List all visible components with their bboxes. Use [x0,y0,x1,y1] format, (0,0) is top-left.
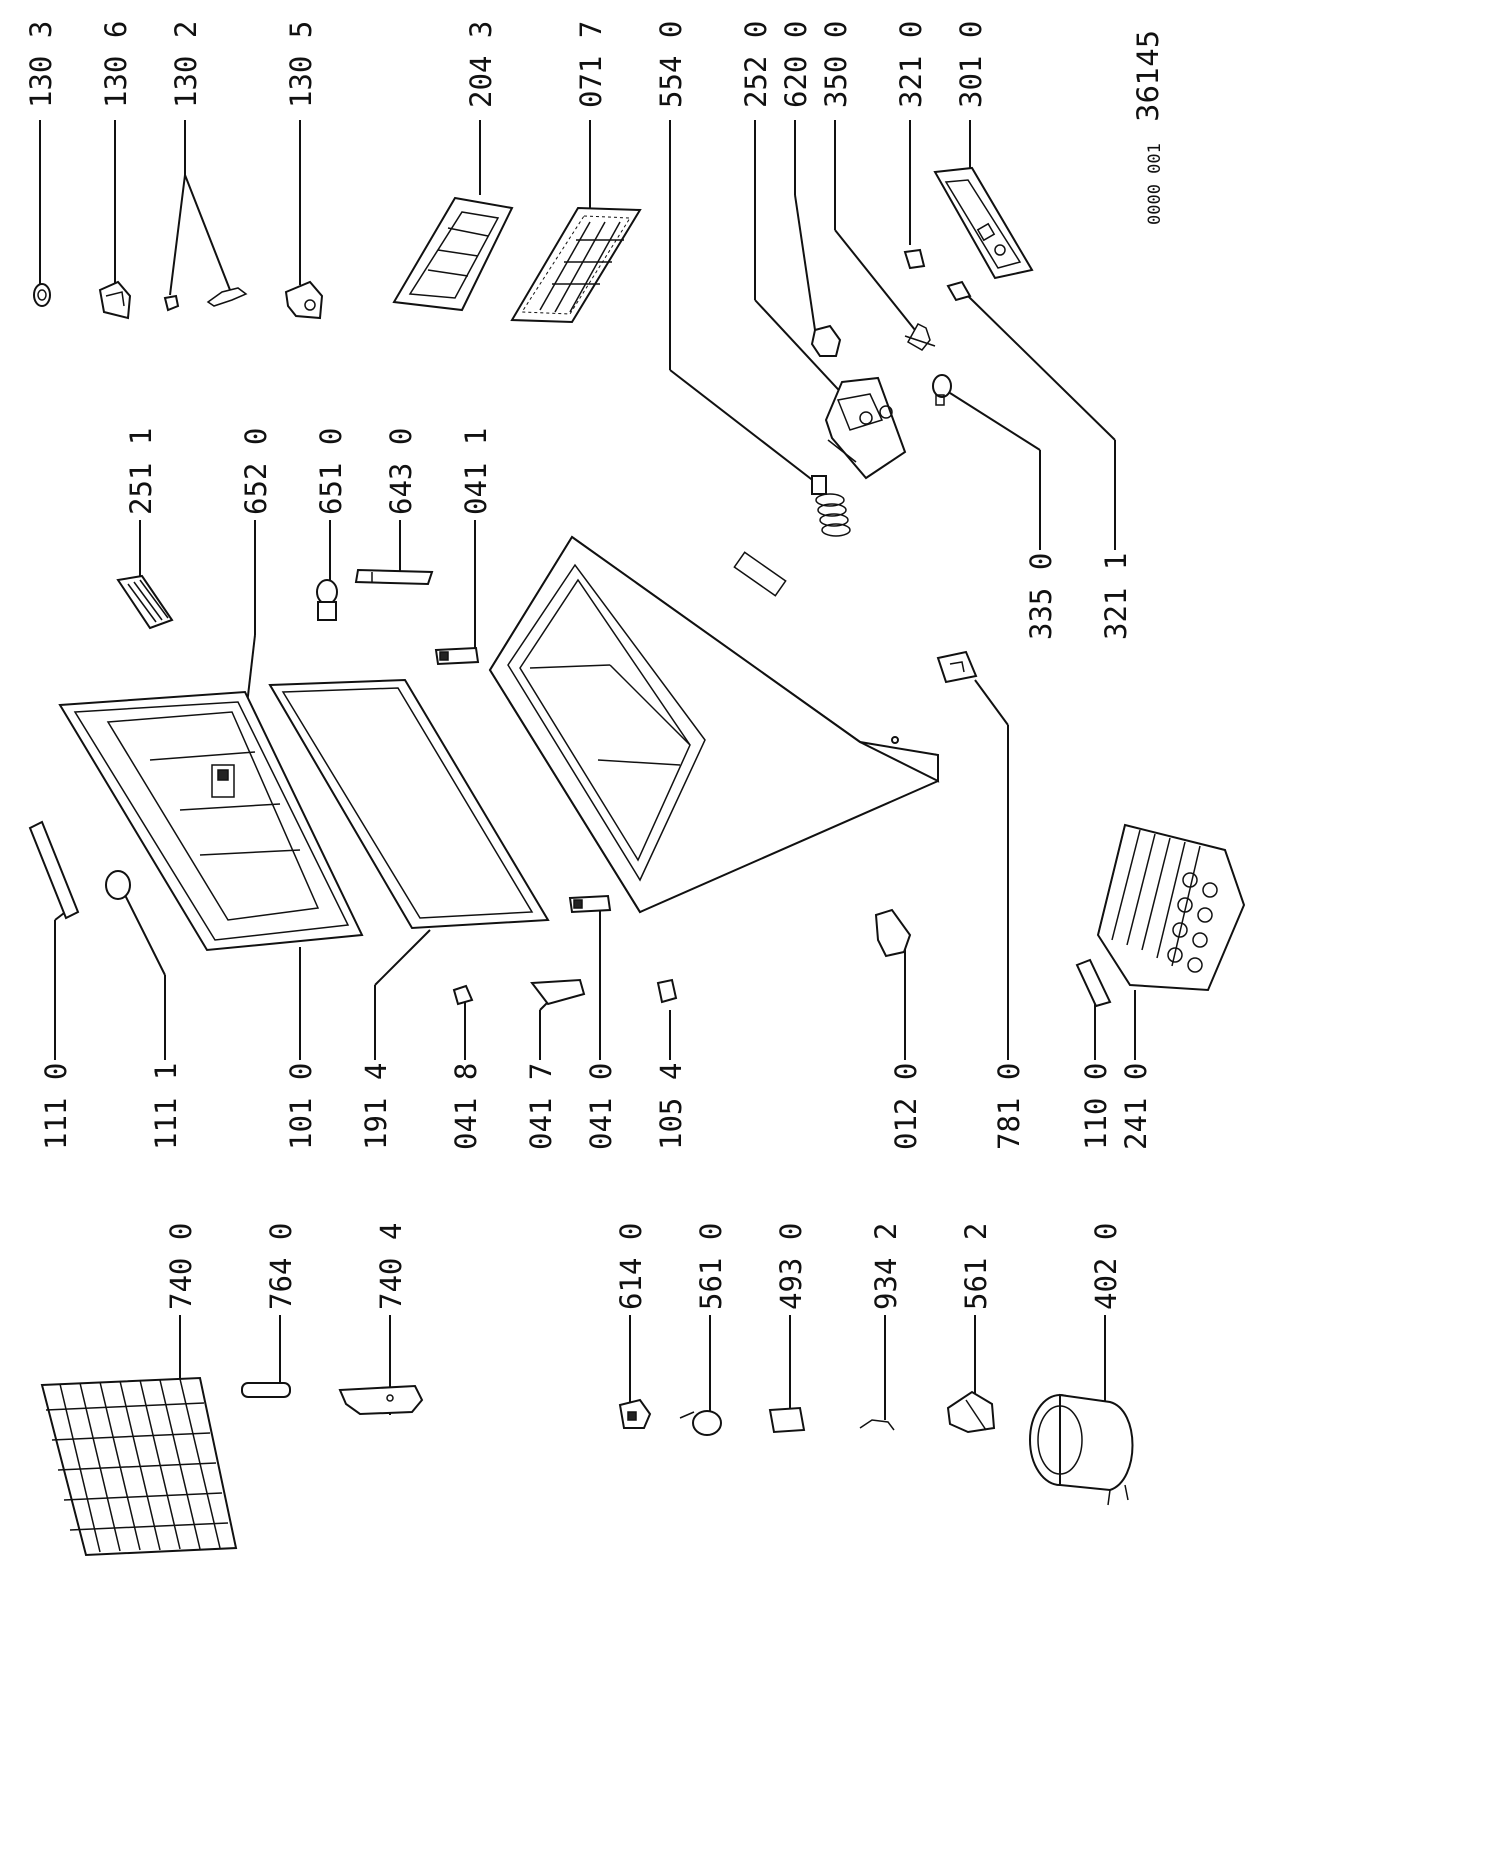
callout-labels: 130 3 130 6 130 2 130 5 204 3 071 7 554 … [24,21,1153,1310]
label-241-0: 241 0 [1119,1063,1153,1150]
label-110-0: 110 0 [1079,1063,1113,1150]
label-652-0: 652 0 [239,428,273,515]
grille-071-7 [510,206,642,324]
rod-111-0 [28,820,80,920]
label-740-4: 740 4 [374,1223,408,1310]
label-041-8: 041 8 [449,1063,483,1150]
condenser-740-0 [40,1376,238,1557]
control-panel-301-0 [933,166,1034,280]
lamp-651-0 [316,579,338,621]
overload-561-0 [679,1410,722,1436]
gasket-191-4 [268,678,550,930]
lid-101-0 [58,690,364,952]
relay-614-0 [618,1398,652,1429]
label-111-1: 111 1 [149,1063,183,1150]
document-code-prefix: 0000 001 [1145,143,1165,225]
label-191-4: 191 4 [359,1063,393,1150]
bracket-012-0 [874,908,912,958]
label-252-0: 252 0 [739,21,773,108]
label-321-0: 321 0 [894,21,928,108]
clip-041-8 [452,984,474,1006]
label-204-3: 204 3 [464,21,498,108]
document-id: 0000 001 36145 [1131,30,1165,225]
bracket-321-0 [903,248,926,270]
spring-part-130-2 [163,287,248,312]
label-781-0: 781 0 [992,1063,1026,1150]
shelf-frame-204-3 [392,196,514,312]
label-041-1: 041 1 [459,428,493,515]
dryer-764-0 [241,1382,291,1398]
label-130-3: 130 3 [24,21,58,108]
parts [28,166,1246,1557]
label-321-1: 321 1 [1099,553,1133,640]
label-012-0: 012 0 [889,1063,923,1150]
label-614-0: 614 0 [614,1223,648,1310]
label-041-0: 041 0 [584,1063,618,1150]
bar-643-0 [354,568,434,586]
knob-335-0 [932,374,952,406]
hinge-041-0 [568,894,612,914]
label-561-2: 561 2 [959,1223,993,1310]
label-101-0: 101 0 [284,1063,318,1150]
sensor-350-0 [904,323,936,351]
label-620-0: 620 0 [779,21,813,108]
label-130-6: 130 6 [99,21,133,108]
label-764-0: 764 0 [264,1223,298,1310]
rod-110-0 [1075,958,1112,1008]
compressor-402-0 [1029,1393,1134,1506]
wire-basket-241-0 [1096,823,1246,992]
label-934-2: 934 2 [869,1223,903,1310]
switch-620-0 [810,324,842,357]
label-740-0: 740 0 [164,1223,198,1310]
label-105-4: 105 4 [654,1063,688,1150]
hinge-part-130-3 [33,283,51,307]
label-071-7: 071 7 [574,21,608,108]
label-130-2: 130 2 [169,21,203,108]
bracket-740-4 [338,1384,424,1416]
disc-111-1 [105,870,131,900]
thermostat-252-0 [824,376,907,480]
label-251-1: 251 1 [124,428,158,515]
grille-251-1 [116,574,174,630]
hinge-041-1 [434,646,480,666]
plate-781-0 [936,650,978,684]
label-350-0: 350 0 [819,21,853,108]
document-code-number: 36145 [1131,30,1165,122]
label-041-7: 041 7 [524,1063,558,1150]
clip-934-2 [859,1419,895,1431]
cover-561-2 [946,1390,996,1434]
cover-041-7 [530,978,586,1006]
label-301-0: 301 0 [954,21,988,108]
label-561-0: 561 0 [694,1223,728,1310]
label-402-0: 402 0 [1089,1223,1123,1310]
hinge-part-130-5 [284,280,324,320]
clip-105-4 [656,978,678,1004]
label-493-0: 493 0 [774,1223,808,1310]
cabinet-body [488,535,940,914]
label-651-0: 651 0 [314,428,348,515]
label-554-0: 554 0 [654,21,688,108]
label-130-5: 130 5 [284,21,318,108]
hinge-part-130-6 [98,280,132,320]
label-643-0: 643 0 [384,428,418,515]
label-335-0: 335 0 [1024,553,1058,640]
capacitor-493-0 [768,1406,806,1434]
bracket-321-1 [946,280,972,302]
coil-554-0 [811,475,851,537]
label-111-0: 111 0 [39,1063,73,1150]
